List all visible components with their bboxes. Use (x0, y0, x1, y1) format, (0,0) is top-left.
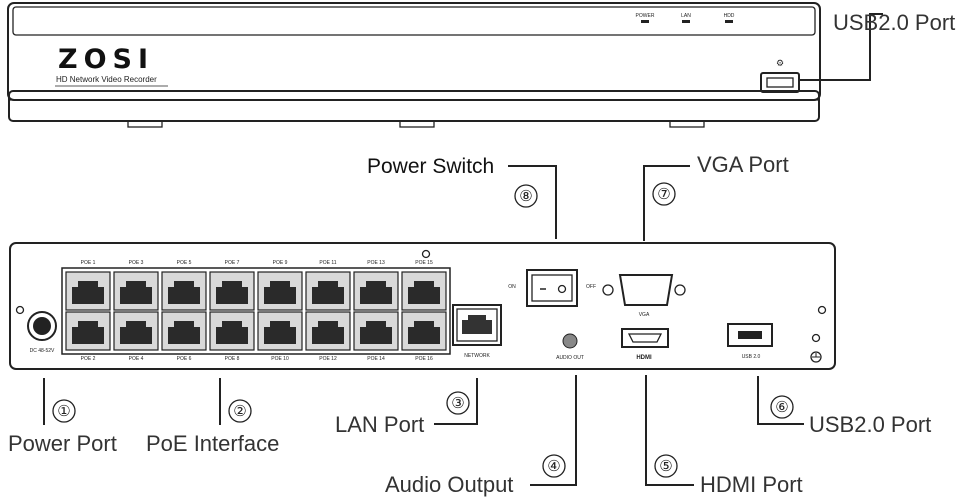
usb-front-leader (799, 13, 883, 81)
hdmi-logo: HDMI (636, 355, 652, 361)
poe-ports: POE 1 POE 3 POE 5 POE 7 POE 9 POE 11 POE 13 POE… (61, 260, 451, 362)
audio-out-jack: AUDIO OUT (556, 333, 584, 361)
poe-port-bottom (65, 311, 111, 351)
poe-top-label: POE 7 (225, 260, 240, 266)
led-power-label: POWER (636, 13, 655, 19)
poe-port-bottom (305, 311, 351, 351)
poe-top-label: POE 15 (415, 260, 433, 266)
poe-port-bottom (401, 311, 447, 351)
num-4: ④ (547, 457, 560, 475)
switch-on-label: ON (508, 284, 516, 290)
poe-top-label: POE 13 (367, 260, 385, 266)
poe-port-top (113, 271, 159, 311)
usb-front-callout: USB2.0 Port (833, 10, 955, 35)
num-6: ⑥ (775, 398, 788, 416)
audio-label: AUDIO OUT (556, 355, 584, 361)
network-port: NETWORK (452, 304, 502, 359)
vga-callout: VGA Port (697, 152, 789, 177)
led-hdd-label: HDD (724, 13, 735, 19)
poe-top-label: POE 11 (319, 260, 336, 266)
poe-bottom-label: POE 14 (367, 356, 385, 362)
network-label: NETWORK (464, 353, 490, 359)
hdmi-port: HDMI (621, 328, 669, 361)
poe-top-label: POE 3 (129, 260, 144, 266)
screw-icon (811, 333, 821, 343)
poe-port-bottom (257, 311, 303, 351)
hdmi-port-callout: HDMI Port (700, 472, 803, 497)
poe-port-top (65, 271, 111, 311)
power-switch: ON OFF (508, 269, 596, 307)
num-5: ⑤ (659, 457, 672, 475)
vga-port: VGA (602, 274, 686, 318)
poe-top-label: POE 1 (81, 260, 96, 266)
num-8: ⑧ (519, 187, 532, 205)
poe-port-top (401, 271, 447, 311)
poe-port-top (353, 271, 399, 311)
vga-label: VGA (639, 312, 650, 318)
led-lan-label: LAN (681, 13, 691, 19)
front-usb-port: ⚙ (760, 59, 800, 93)
poe-bottom-label: POE 10 (271, 356, 289, 362)
poe-frame (61, 267, 451, 355)
poe-port-top (305, 271, 351, 311)
power-switch-callout: Power Switch (367, 155, 494, 178)
num-3: ③ (451, 394, 464, 412)
usb-icon: ⚙ (776, 59, 784, 69)
ground-icon (810, 351, 822, 363)
poe-port-bottom (161, 311, 207, 351)
poe-bottom-label: POE 12 (319, 356, 337, 362)
audio-output-callout: Audio Output (385, 472, 513, 497)
poe-bottom-label: POE 2 (81, 356, 96, 362)
front-panel: POWER LAN HDD ZOSI HD Network Video Reco… (7, 2, 821, 128)
poe-port-top (257, 271, 303, 311)
poe-port-bottom (113, 311, 159, 351)
poe-bottom-label: POE 6 (177, 356, 192, 362)
dc-power-jack: DC 48-52V (27, 311, 57, 354)
screw-icon (817, 305, 827, 315)
poe-interface-callout: PoE Interface (146, 431, 279, 456)
poe-port-top (161, 271, 207, 311)
poe-bottom-label: POE 8 (225, 356, 240, 362)
poe-top-label: POE 9 (273, 260, 288, 266)
usb-rear-callout: USB2.0 Port (809, 412, 931, 437)
poe-bottom-label: POE 4 (129, 356, 144, 362)
dc-label: DC 48-52V (30, 348, 55, 354)
poe-top-label: POE 5 (177, 260, 192, 266)
power-port-callout: Power Port (8, 431, 117, 456)
rear-usb-label: USB 2.0 (742, 354, 761, 360)
front-subtitle: HD Network Video Recorder (56, 75, 157, 84)
lan-port-callout: LAN Port (335, 412, 424, 437)
front-leds: POWER LAN HDD (636, 13, 735, 23)
brand-logo: ZOSI (58, 44, 154, 75)
switch-off-label: OFF (586, 284, 596, 290)
screw-icon (421, 249, 431, 259)
poe-port-bottom (209, 311, 255, 351)
poe-port-top (209, 271, 255, 311)
num-7: ⑦ (657, 185, 670, 203)
poe-bottom-label: POE 16 (415, 356, 433, 362)
screw-icon (15, 305, 25, 315)
num-2: ② (233, 402, 246, 420)
rear-usb-port: USB 2.0 (727, 323, 773, 360)
poe-port-bottom (353, 311, 399, 351)
num-1: ① (57, 402, 70, 420)
